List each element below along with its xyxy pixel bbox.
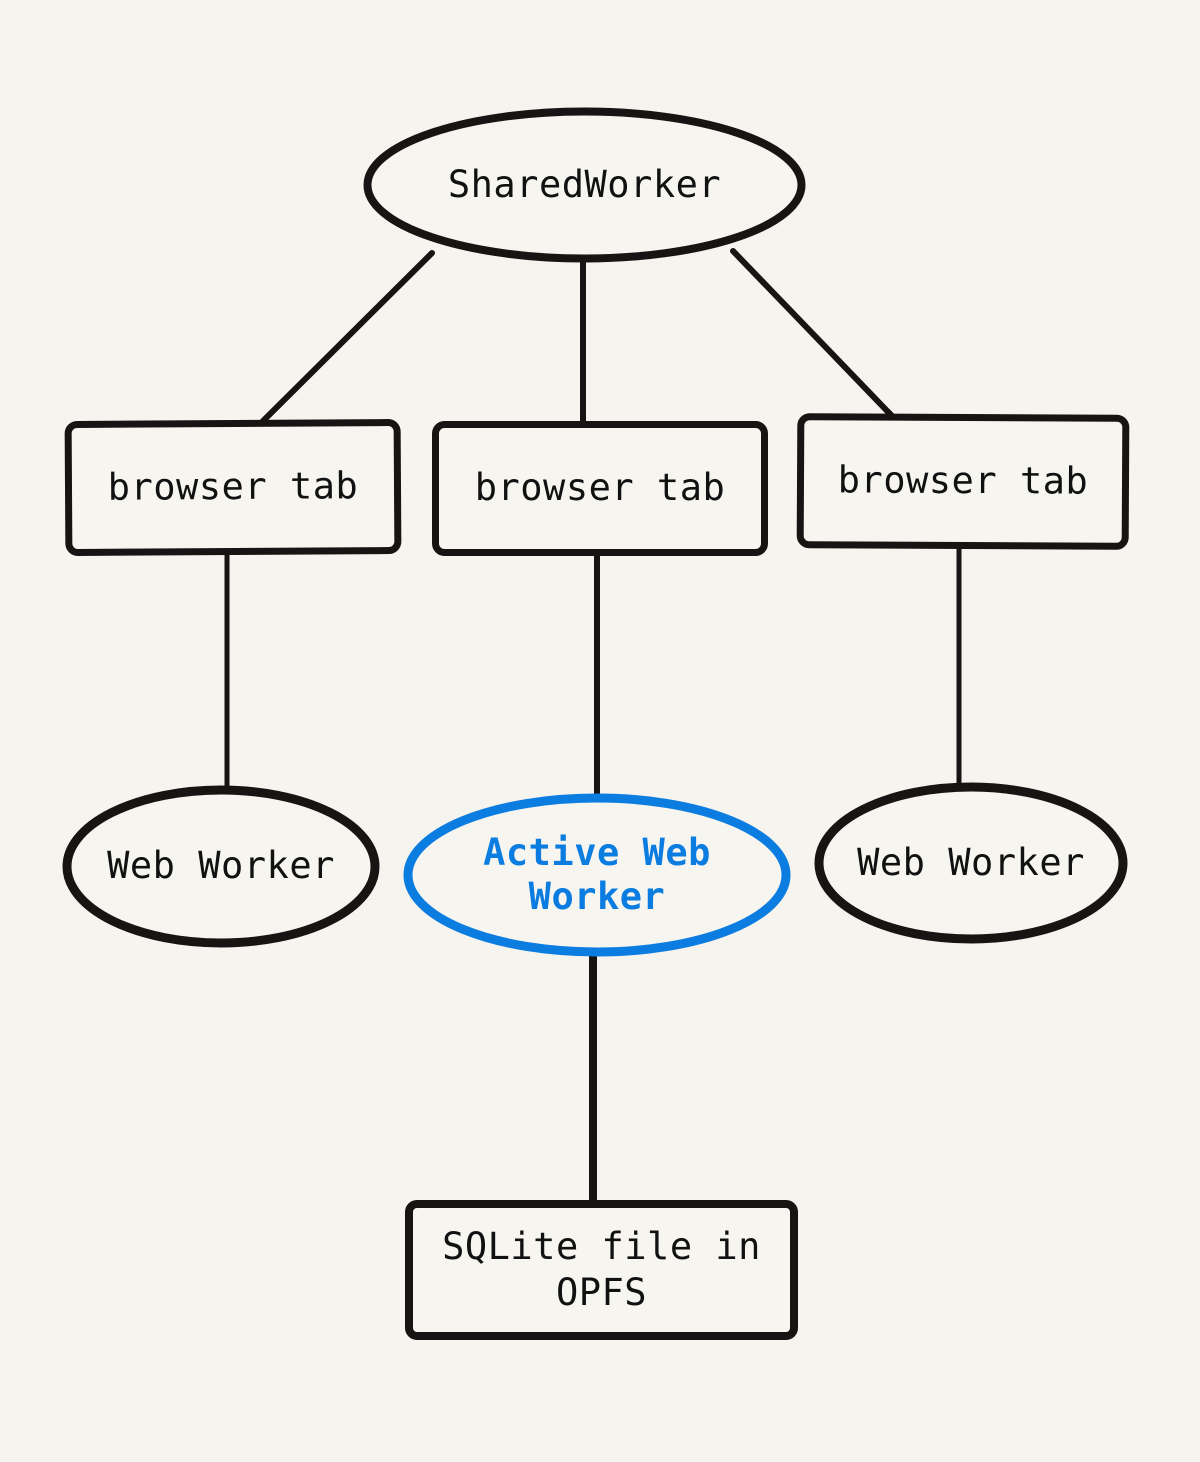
web-worker-node-left: Web Worker: [62, 785, 380, 948]
sqlite-file-node: SQLite file in OPFS: [404, 1199, 799, 1341]
node-label: SQLite file in OPFS: [442, 1224, 761, 1314]
rect-outline: [405, 1200, 798, 1340]
shared-worker-node: SharedWorker: [363, 107, 806, 263]
node-label: browser tab: [474, 466, 726, 510]
node-label: Web Worker: [857, 840, 1085, 884]
node-label: Web Worker: [107, 844, 335, 888]
browser-tab-node-left: browser tab: [64, 418, 403, 557]
edge-sharedworker-to-tab-left: [260, 250, 435, 424]
active-web-worker-node: Active Web Worker: [403, 793, 791, 957]
rect-outline: [64, 419, 402, 556]
node-label: SharedWorker: [447, 162, 722, 206]
rect-outline: [432, 421, 768, 556]
node-label: browser tab: [107, 464, 359, 510]
node-label: browser tab: [837, 458, 1089, 504]
node-label: Active Web Worker: [483, 830, 711, 918]
browser-tab-node-center: browser tab: [431, 420, 769, 557]
ellipse-outline: [814, 782, 1128, 944]
ellipse-outline: [62, 785, 380, 948]
rect-outline: [796, 413, 1130, 550]
web-worker-node-right: Web Worker: [814, 782, 1128, 944]
ellipse-outline-active: [403, 793, 791, 957]
edge-sharedworker-to-tab-right: [730, 248, 896, 420]
browser-tab-node-right: browser tab: [796, 412, 1131, 551]
ellipse-outline: [363, 107, 806, 263]
